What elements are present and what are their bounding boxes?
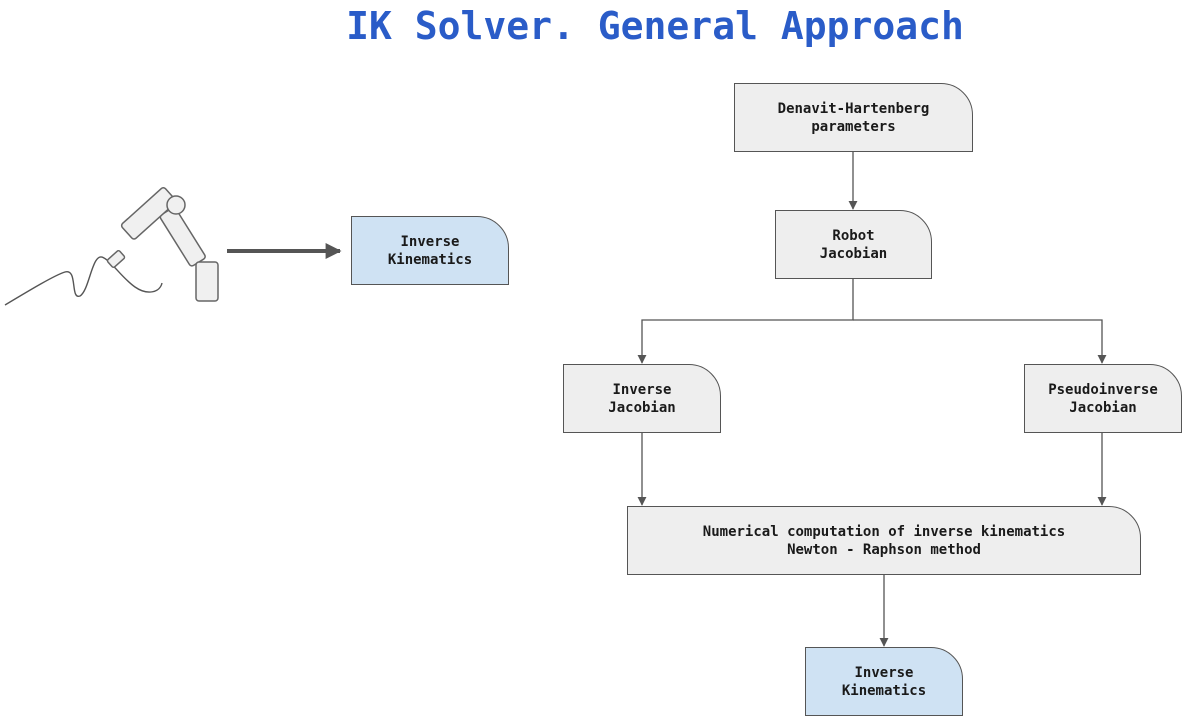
node-robot-jacobian: Robot Jacobian	[775, 210, 932, 279]
node-dh-parameters: Denavit-Hartenberg parameters	[734, 83, 973, 152]
diagram-title: IK Solver. General Approach	[346, 4, 964, 48]
node-numerical-computation: Numerical computation of inverse kinemat…	[627, 506, 1141, 575]
robot-arm-icon	[4, 187, 219, 306]
connector-jacobian-split	[637, 279, 854, 364]
node-inverse-jacobian: Inverse Jacobian	[563, 364, 721, 433]
node-pseudoinverse-jacobian: Pseudoinverse Jacobian	[1024, 364, 1182, 433]
node-ik-left: Inverse Kinematics	[351, 216, 509, 285]
connector-jacobian-split-right	[853, 319, 1107, 364]
node-ik-bottom: Inverse Kinematics	[805, 647, 963, 716]
